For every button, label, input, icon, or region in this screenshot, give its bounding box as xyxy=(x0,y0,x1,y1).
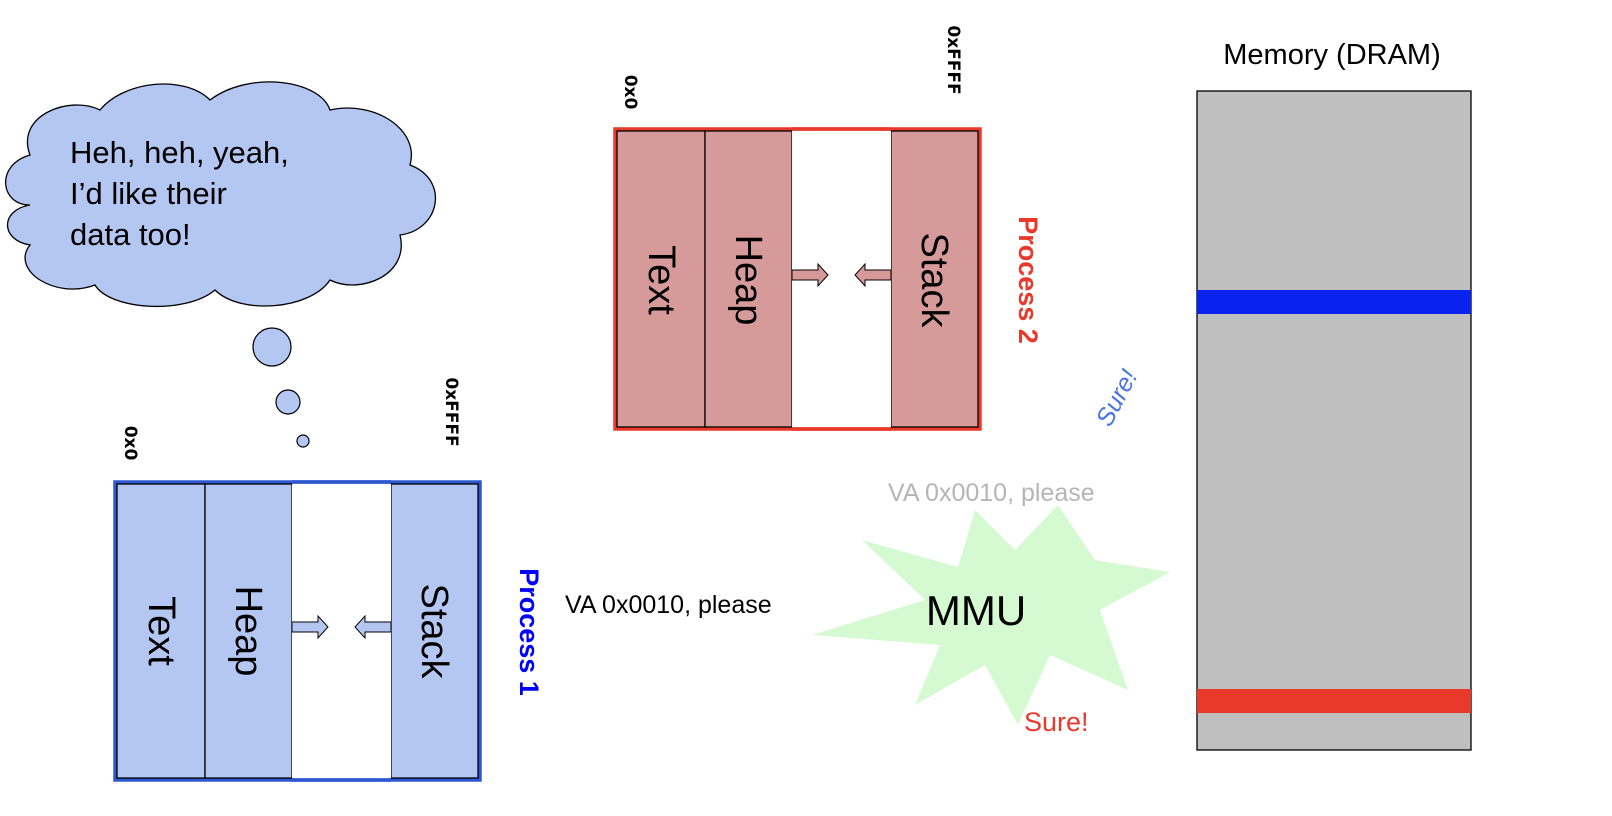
reply-to-process2: Sure! xyxy=(1091,365,1144,431)
thought-line-2: I’d like their xyxy=(70,176,227,211)
process2-request-label: VA 0x0010, please xyxy=(888,479,1095,507)
process1-addr-high: 0xFFFF xyxy=(441,377,461,446)
memory-block xyxy=(1196,90,1472,751)
process1-request-label: VA 0x0010, please xyxy=(565,591,772,619)
process2-text-segment xyxy=(616,130,706,428)
memory-band-process2 xyxy=(1197,689,1471,713)
thought-line-3: data too! xyxy=(70,217,191,252)
process2-addr-high: 0xFFFF xyxy=(943,25,963,94)
process2-address-space: Text Heap Stack 0x0 0xFFFF Process 2 xyxy=(613,25,1043,431)
thought-cloud-shape xyxy=(5,81,437,307)
process1-heap-growth-arrow xyxy=(291,614,329,640)
mmu-label: MMU xyxy=(926,587,1026,634)
reply-to-process1: Sure! xyxy=(1024,707,1089,737)
process2-heap-label: Heap xyxy=(727,235,769,326)
memory-band-process1 xyxy=(1197,290,1471,314)
process2-text-label: Text xyxy=(640,245,682,315)
process1-heap-segment xyxy=(204,483,293,779)
process1-heap-label: Heap xyxy=(227,586,269,677)
process1-stack-growth-arrow xyxy=(354,614,392,640)
thought-bubble-medium xyxy=(275,389,301,415)
process1-text-label: Text xyxy=(140,596,182,666)
thought-line-1: Heh, heh, yeah, xyxy=(70,135,289,170)
thought-bubble-large xyxy=(252,327,292,367)
process2-addr-low: 0x0 xyxy=(620,75,640,110)
process1-address-space: Text Heap Stack 0x0 0xFFFF Process 1 xyxy=(113,377,544,782)
process2-stack-growth-arrow xyxy=(854,262,892,288)
mmu: MMU xyxy=(812,505,1170,725)
thought-bubble-small xyxy=(296,434,310,448)
process1-addr-low: 0x0 xyxy=(120,426,140,461)
process2-name-label: Process 2 xyxy=(1013,216,1043,344)
process1-stack-segment xyxy=(390,483,479,779)
process1-stack-label: Stack xyxy=(413,583,455,679)
mmu-starburst xyxy=(812,505,1170,725)
process2-heap-segment xyxy=(704,130,793,428)
process1-text-segment xyxy=(116,483,206,779)
process2-stack-segment xyxy=(890,130,979,428)
process2-heap-growth-arrow xyxy=(791,262,829,288)
thought-cloud: Heh, heh, yeah, I’d like their data too! xyxy=(5,81,437,448)
process1-name-label: Process 1 xyxy=(514,568,544,696)
memory-dram: Memory (DRAM) xyxy=(1196,39,1472,751)
process2-stack-label: Stack xyxy=(913,232,955,328)
memory-title: Memory (DRAM) xyxy=(1223,39,1441,71)
